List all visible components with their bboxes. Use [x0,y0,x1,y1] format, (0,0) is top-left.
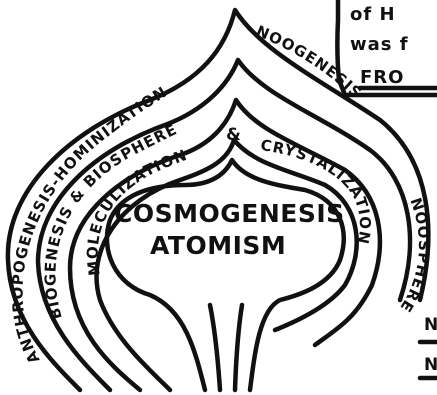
corner-box-line-1: of H [350,4,396,25]
core-label-atomism: ATOMISM [150,231,286,260]
stem-line-left [210,305,220,390]
core-label-cosmogenesis: COSMOGENESIS [114,199,345,228]
edge-mark-2: N [424,355,437,375]
label-right-inner: CRYSTALIZATION [259,136,374,246]
stem-line-right [235,305,242,390]
ampersand-label: & [226,125,241,145]
label-right-outer-2: NOOSPHERE [396,195,433,315]
edge-mark-1: N [424,315,437,335]
corner-box-line-3: FRO [360,67,404,88]
core-outline [107,160,344,390]
corner-box-line-2: was f [350,34,409,55]
